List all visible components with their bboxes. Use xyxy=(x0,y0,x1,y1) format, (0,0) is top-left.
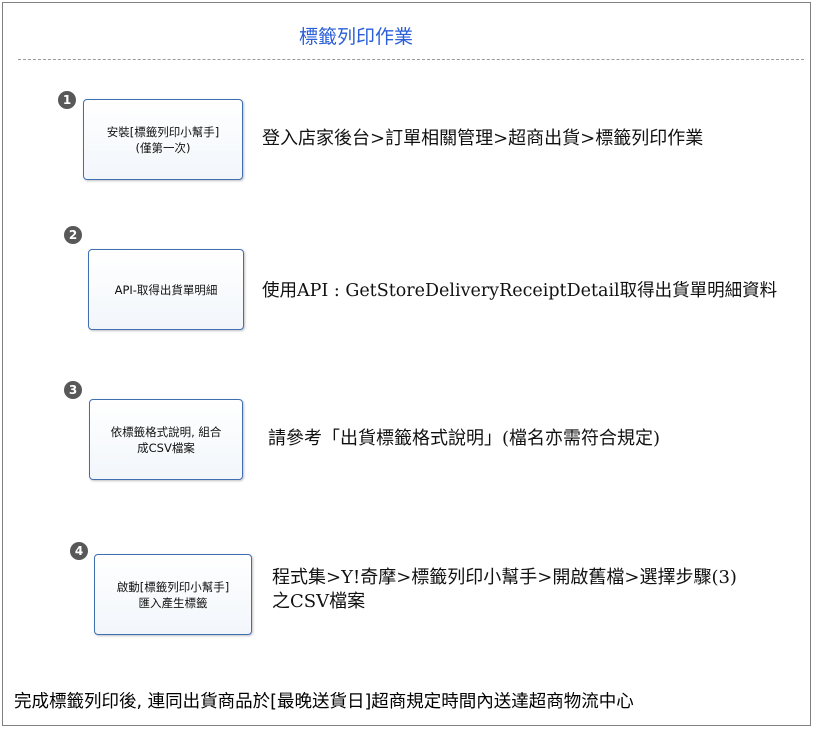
step-3-description: 請參考「出貨標籤格式說明」(檔名亦需符合規定) xyxy=(268,427,660,451)
step-4-number-badge: 4 xyxy=(70,542,88,560)
step-3-box-line-1: 依標籤格式說明, 組合 xyxy=(110,424,222,439)
step-1-box: 安裝[標籤列印小幫手] (僅第一次) xyxy=(83,99,243,180)
step-2-box-line-1: API-取得出貨單明細 xyxy=(114,282,218,297)
completion-note: 完成標籤列印後, 連同出貨商品於[最晚送貨日]超商規定時間內送達超商物流中心 xyxy=(14,692,634,712)
step-4-box-line-1: 啟動[標籤列印小幫手] xyxy=(116,579,230,594)
step-2-number-badge: 2 xyxy=(64,226,82,244)
step-1-box-line-2: (僅第一次) xyxy=(135,140,191,155)
step-1-description-line-1: 登入店家後台>訂單相關管理>超商出貨>標籤列印作業 xyxy=(262,128,704,149)
step-1-number-badge: 1 xyxy=(58,91,76,109)
step-1-box-line-1: 安裝[標籤列印小幫手] xyxy=(106,124,220,139)
step-2-box: API-取得出貨單明細 xyxy=(88,249,244,330)
page-title: 標籤列印作業 xyxy=(298,26,413,48)
step-4-description: 程式集>Y!奇摩>標籤列印小幫手>開啟舊檔>選擇步驟(3) 之CSV檔案 xyxy=(272,566,737,614)
step-3-number-badge: 3 xyxy=(64,381,82,399)
title-divider xyxy=(18,59,804,60)
step-3-box-line-2: 成CSV檔案 xyxy=(137,440,195,455)
step-4-box: 啟動[標籤列印小幫手] 匯入產生標籤 xyxy=(94,554,252,635)
step-3-description-line-1: 請參考「出貨標籤格式說明」(檔名亦需符合規定) xyxy=(268,428,661,449)
step-4-description-line-2: 之CSV檔案 xyxy=(272,591,366,612)
step-2-description-line-1: 使用API : GetStoreDeliveryReceiptDetail取得出… xyxy=(262,281,778,301)
step-2-description: 使用API : GetStoreDeliveryReceiptDetail取得出… xyxy=(262,279,777,303)
step-1-description: 登入店家後台>訂單相關管理>超商出貨>標籤列印作業 xyxy=(262,127,703,151)
step-4-box-line-2: 匯入產生標籤 xyxy=(138,595,208,610)
step-3-box: 依標籤格式說明, 組合 成CSV檔案 xyxy=(89,399,243,480)
step-4-description-line-1: 程式集>Y!奇摩>標籤列印小幫手>開啟舊檔>選擇步驟(3) xyxy=(272,567,737,588)
